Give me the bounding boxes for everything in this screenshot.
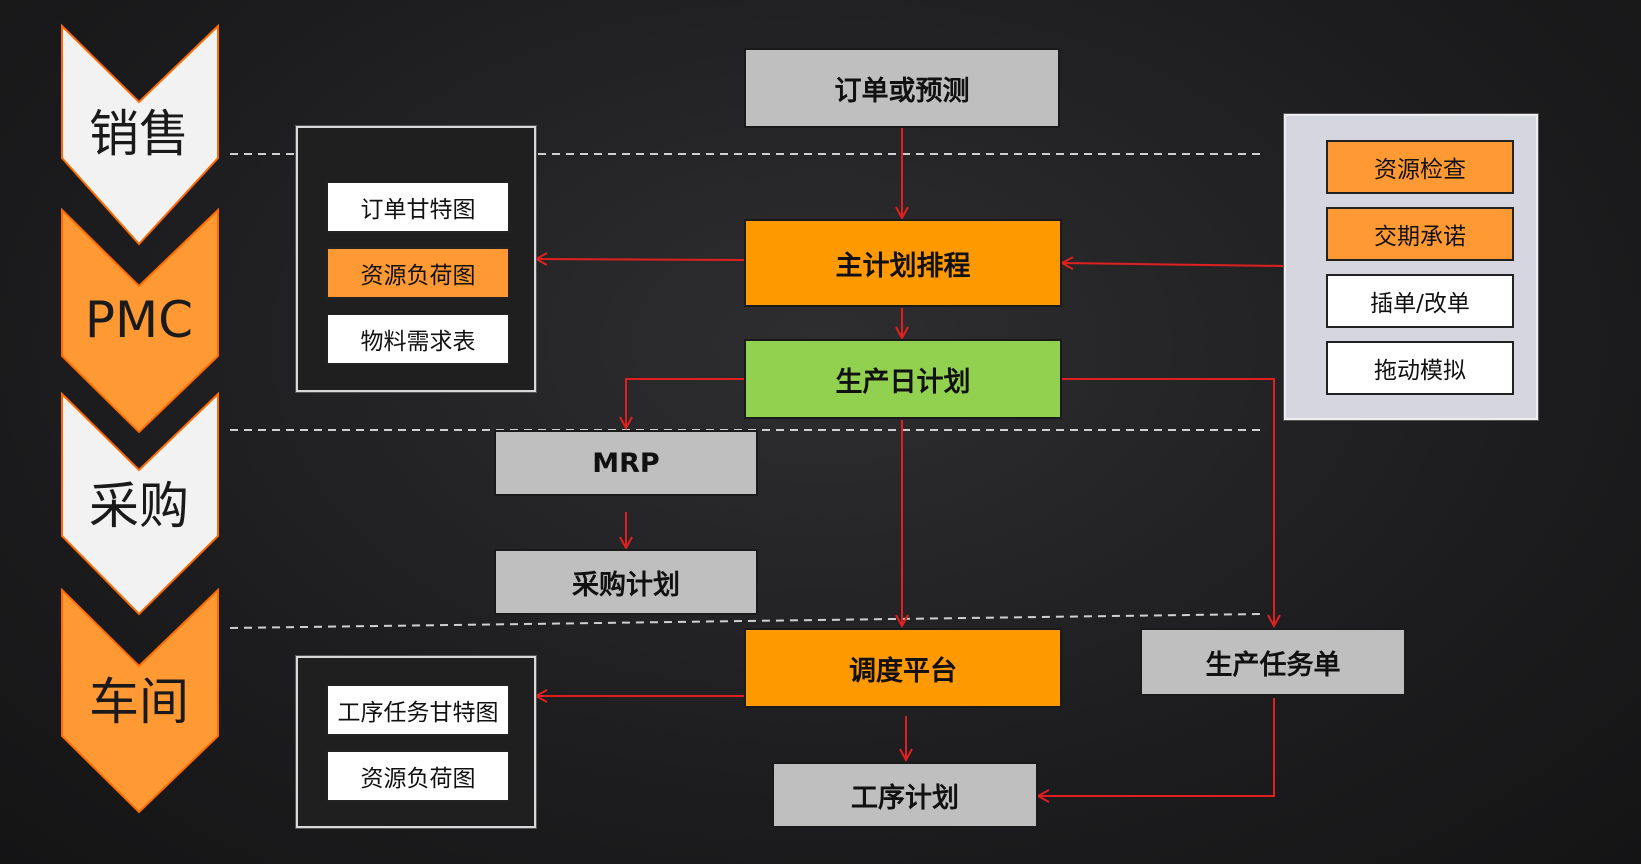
node-dispatch-platform: 调度平台	[744, 628, 1062, 708]
lane-label-sales: 销售	[89, 105, 189, 163]
tool-insert-modify-order: 插单/改单	[1326, 274, 1514, 328]
node-task-order: 生产任务单	[1140, 628, 1406, 696]
arrow-task-order-to-process-plan	[1038, 698, 1275, 796]
lane-label-workshop: 车间	[89, 673, 189, 731]
lane-label-purchase: 采购	[89, 477, 189, 535]
workshop-output-process-gantt: 工序任务甘特图	[326, 684, 510, 736]
lane-chevron-sales	[61, 23, 219, 246]
node-purchase-plan: 采购计划	[494, 549, 758, 615]
tool-resource-check: 资源检查	[1326, 140, 1514, 194]
tool-drag-simulation: 拖动模拟	[1326, 341, 1514, 395]
node-mrp: MRP	[494, 430, 758, 496]
lane-separator	[229, 613, 1263, 629]
lane-chevron-purchase	[61, 391, 219, 616]
lane-label-pmc: PMC	[84, 291, 194, 349]
arrow-master-to-pmc-outputs	[536, 259, 745, 260]
pmc-output-panel: 订单甘特图 资源负荷图 物料需求表	[295, 125, 537, 393]
node-daily-plan: 生产日计划	[744, 339, 1062, 419]
tool-delivery-promise: 交期承诺	[1326, 207, 1514, 261]
node-process-plan: 工序计划	[772, 762, 1038, 828]
arrow-daily-to-mrp	[626, 378, 744, 428]
pmc-output-material-demand: 物料需求表	[326, 313, 510, 365]
lane-chevron-workshop	[61, 587, 219, 814]
scheduling-tools-panel: 资源检查 交期承诺 插单/改单 拖动模拟	[1283, 113, 1539, 421]
node-master-plan: 主计划排程	[744, 219, 1062, 307]
lane-chevron-pmc	[61, 207, 219, 434]
arrow-daily-to-task-order	[1062, 378, 1274, 626]
pmc-output-order-gantt: 订单甘特图	[326, 181, 510, 233]
pmc-output-resource-load: 资源负荷图	[326, 247, 510, 299]
workshop-output-resource-load: 资源负荷图	[326, 750, 510, 802]
arrow-tools-to-master	[1062, 263, 1285, 266]
node-order-forecast: 订单或预测	[744, 48, 1060, 128]
workshop-output-panel: 工序任务甘特图 资源负荷图	[295, 655, 537, 829]
